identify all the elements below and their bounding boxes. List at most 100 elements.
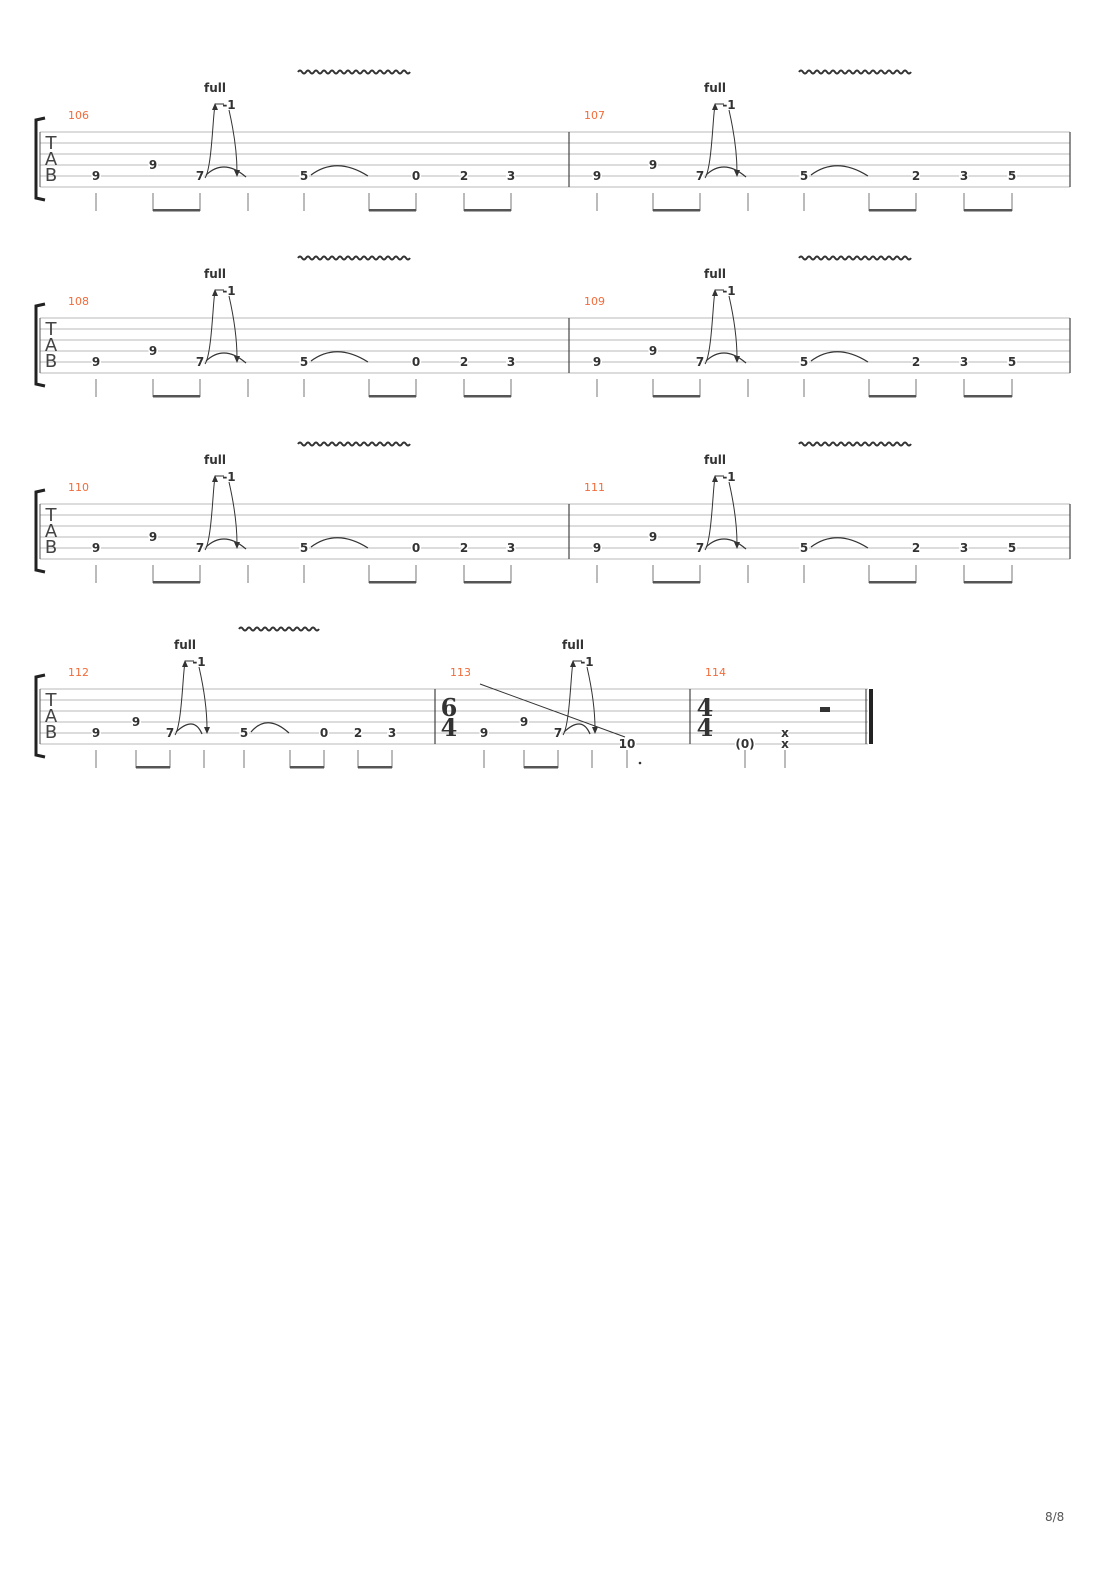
tab-clef-letter: A (45, 706, 58, 727)
fret-number: 9 (593, 169, 601, 183)
bend-curve (704, 105, 716, 179)
fret-number: 2 (460, 541, 468, 555)
measure-number: 107 (584, 109, 605, 122)
fret-number: 3 (507, 169, 515, 183)
tab-clef-letter: A (45, 149, 58, 170)
beam (369, 581, 416, 584)
fret-number: 9 (649, 344, 657, 358)
beam (464, 581, 511, 584)
vibrato-mark (297, 441, 411, 447)
tie-arc (310, 351, 369, 363)
tie-arc (810, 351, 869, 363)
beam (153, 581, 200, 584)
measure-number: 111 (584, 481, 605, 494)
fret-number: 9 (593, 541, 601, 555)
tie-arc (205, 352, 247, 364)
bend-amount: full (204, 453, 226, 467)
bend-arrow-icon (570, 660, 576, 667)
tie-arc (563, 723, 591, 735)
vibrato-mark (798, 441, 912, 447)
tie-arc (175, 723, 203, 735)
beam (869, 581, 916, 584)
fret-number: 2 (912, 169, 920, 183)
time-signature-digit: 6 (441, 693, 458, 722)
fret-number: 9 (520, 715, 528, 729)
release-curve (728, 295, 738, 359)
fret-number: 5 (800, 169, 808, 183)
fret-number: 7 (554, 726, 562, 740)
bend-amount: full (204, 267, 226, 281)
bend-amount: full (562, 638, 584, 652)
bend-curve (204, 477, 216, 551)
fret-number: 7 (696, 169, 704, 183)
fret-number: 9 (480, 726, 488, 740)
bend-arrow-icon (712, 289, 718, 296)
fret-number: 9 (92, 541, 100, 555)
vibrato-mark (297, 255, 411, 261)
bend-release: -1 (722, 470, 735, 484)
fret-number: 7 (196, 169, 204, 183)
bend-amount: full (704, 81, 726, 95)
fret-number: 3 (507, 355, 515, 369)
fret-number: 5 (300, 169, 308, 183)
fret-number: 7 (196, 541, 204, 555)
release-curve (728, 481, 738, 545)
beam (369, 395, 416, 398)
measure-number: 106 (68, 109, 89, 122)
fret-number: 7 (166, 726, 174, 740)
bend-arrow-icon (712, 475, 718, 482)
fret-number: 5 (240, 726, 248, 740)
dot (638, 761, 642, 765)
measure-number: 110 (68, 481, 89, 494)
beam (964, 209, 1012, 212)
fret-number: 2 (912, 355, 920, 369)
tab-clef-letter: T (45, 690, 58, 711)
half-rest (820, 707, 830, 712)
fret-number: (0) (735, 737, 754, 751)
release-curve (586, 666, 596, 730)
time-signature-digit: 4 (697, 693, 714, 722)
fret-number: 9 (149, 158, 157, 172)
measure-number: 114 (705, 666, 726, 679)
fret-number: 3 (960, 541, 968, 555)
release-curve (198, 666, 208, 730)
tie-arc (205, 166, 247, 178)
bend-arrow-icon (182, 660, 188, 667)
release-arrow-icon (204, 727, 210, 734)
bend-amount: full (704, 267, 726, 281)
beam (136, 766, 170, 769)
measure-number: 112 (68, 666, 89, 679)
fret-number: 7 (196, 355, 204, 369)
fret-number: 5 (1008, 541, 1016, 555)
bend-arrow-icon (212, 103, 218, 110)
fret-number: 5 (1008, 355, 1016, 369)
tie-arc (250, 722, 290, 734)
bend-release: -1 (722, 284, 735, 298)
tie-arc (810, 537, 869, 549)
beam (153, 395, 200, 398)
beam (964, 395, 1012, 398)
time-signature-digit: 4 (441, 713, 458, 742)
vibrato-mark (238, 626, 320, 632)
bend-amount: full (204, 81, 226, 95)
bend-release: -1 (222, 284, 235, 298)
fret-number: 5 (1008, 169, 1016, 183)
bend-release: -1 (192, 655, 205, 669)
bend-curve (562, 662, 574, 736)
bend-arrow-icon (712, 103, 718, 110)
release-curve (228, 481, 238, 545)
measure-number: 113 (450, 666, 471, 679)
bend-amount: full (704, 453, 726, 467)
fret-number: 3 (388, 726, 396, 740)
bend-curve (704, 291, 716, 365)
bend-release: -1 (722, 98, 735, 112)
